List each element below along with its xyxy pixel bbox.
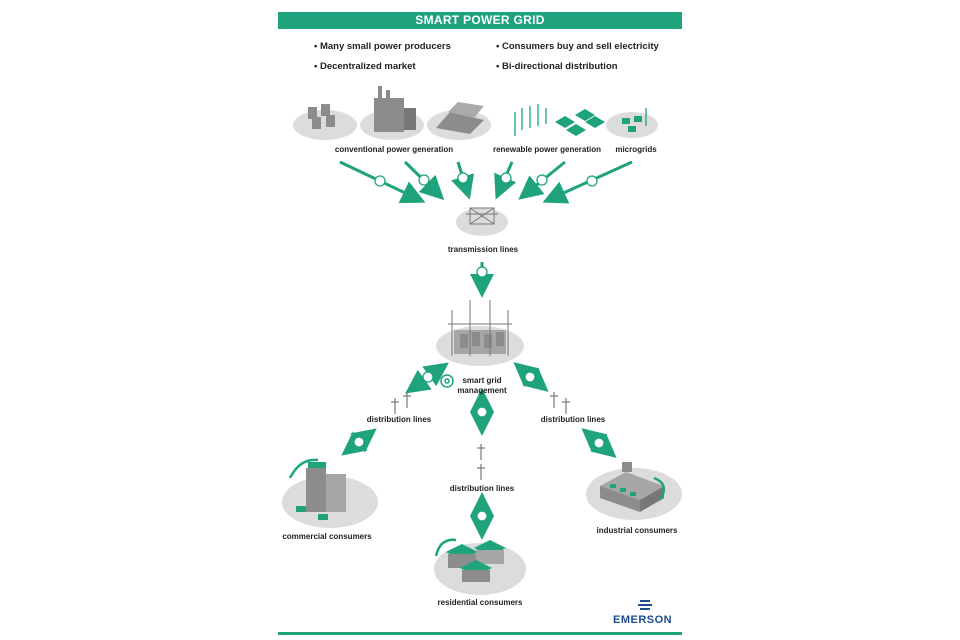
- office-buildings-icon: [288, 458, 346, 520]
- distribution-badges: [353, 371, 605, 522]
- bullet-bidirectional: Bi-directional distribution: [496, 61, 618, 72]
- bullet-decentralized-market: Decentralized market: [314, 61, 416, 72]
- houses-icon: [434, 538, 506, 582]
- bullet-consumers-buy-sell: Consumers buy and sell electricity: [496, 41, 659, 52]
- cooling-towers-icon: [308, 104, 335, 129]
- substation-lattice: [448, 300, 512, 356]
- arrow-power-badges: [374, 172, 598, 187]
- label-residential-consumers: residential consumers: [437, 598, 523, 607]
- solar-panels-icon: [555, 109, 605, 136]
- microgrid-icon: [622, 108, 647, 132]
- emerson-logo-icon: [638, 600, 652, 610]
- footer-rule: [278, 632, 682, 635]
- label-renewable-generation: renewable power generation: [492, 145, 602, 154]
- label-distribution-left: distribution lines: [366, 415, 432, 424]
- bullet-many-small-producers: Many small power producers: [314, 41, 451, 52]
- wind-turbines-icon: [514, 104, 547, 136]
- label-industrial-consumers: industrial consumers: [596, 526, 678, 535]
- distribution-poles-icon: [391, 392, 570, 480]
- brand-name: EMERSON: [613, 614, 673, 626]
- industrial-plant-icon: [600, 462, 666, 512]
- label-management: management: [457, 386, 507, 395]
- disc-transmission: [456, 208, 508, 236]
- transmission-tower-icon: [466, 207, 498, 225]
- page-title: SMART POWER GRID: [278, 12, 682, 29]
- label-distribution-center: distribution lines: [449, 484, 515, 493]
- factory-shed-icon: [436, 102, 484, 134]
- label-smart-grid: smart grid: [462, 376, 502, 385]
- label-microgrids: microgrids: [615, 145, 657, 154]
- label-transmission-lines: transmission lines: [447, 245, 519, 254]
- label-distribution-right: distribution lines: [540, 415, 606, 424]
- label-conventional-generation: conventional power generation: [334, 145, 454, 154]
- substation-icon: [454, 330, 506, 354]
- label-commercial-consumers: commercial consumers: [282, 532, 372, 541]
- gear-icon: [440, 374, 454, 388]
- disc-microgrid: [606, 112, 658, 138]
- power-plant-icon: [374, 86, 416, 132]
